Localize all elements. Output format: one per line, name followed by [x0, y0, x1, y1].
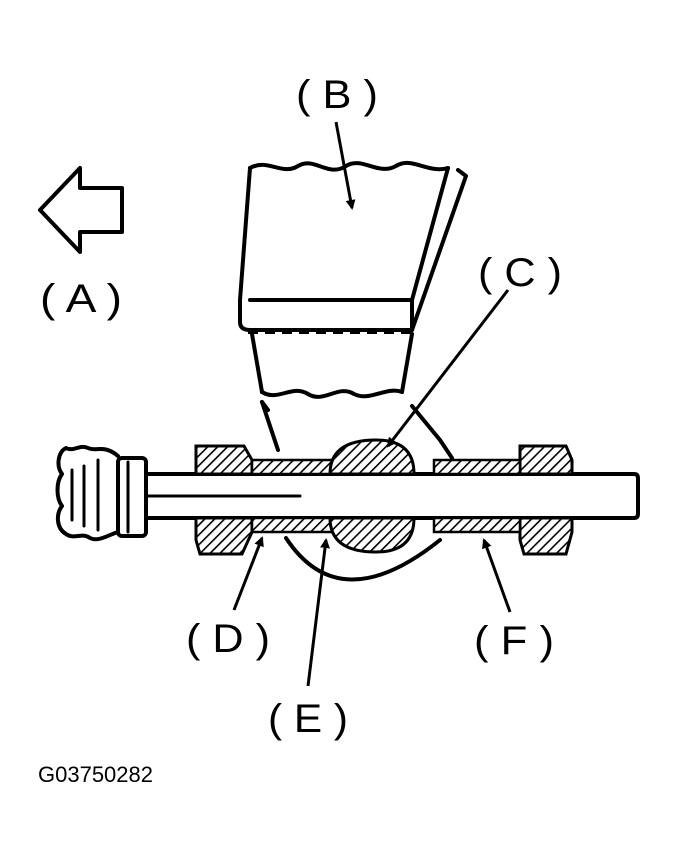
center-bushing: [328, 438, 416, 554]
label-a: ( A ): [40, 277, 122, 321]
label-b: ( B ): [296, 73, 378, 117]
leader-b: [334, 121, 356, 210]
label-f: ( F ): [474, 619, 554, 663]
right-nut: [518, 444, 574, 556]
rubber-boot: [55, 444, 148, 542]
leader-c: [386, 289, 510, 448]
leader-e: [306, 538, 330, 687]
left-nut: [194, 444, 254, 556]
label-e: ( E ): [268, 697, 348, 741]
direction-arrow-icon: [38, 166, 124, 254]
label-c: ( C ): [478, 251, 562, 295]
shaft: [144, 472, 640, 520]
leader-f: [482, 538, 512, 613]
figure-code: G03750282: [38, 762, 153, 787]
bracket-arm: [238, 160, 468, 582]
label-d: ( D ): [186, 617, 270, 661]
right-bushing: [432, 458, 522, 534]
leader-d: [232, 536, 264, 611]
